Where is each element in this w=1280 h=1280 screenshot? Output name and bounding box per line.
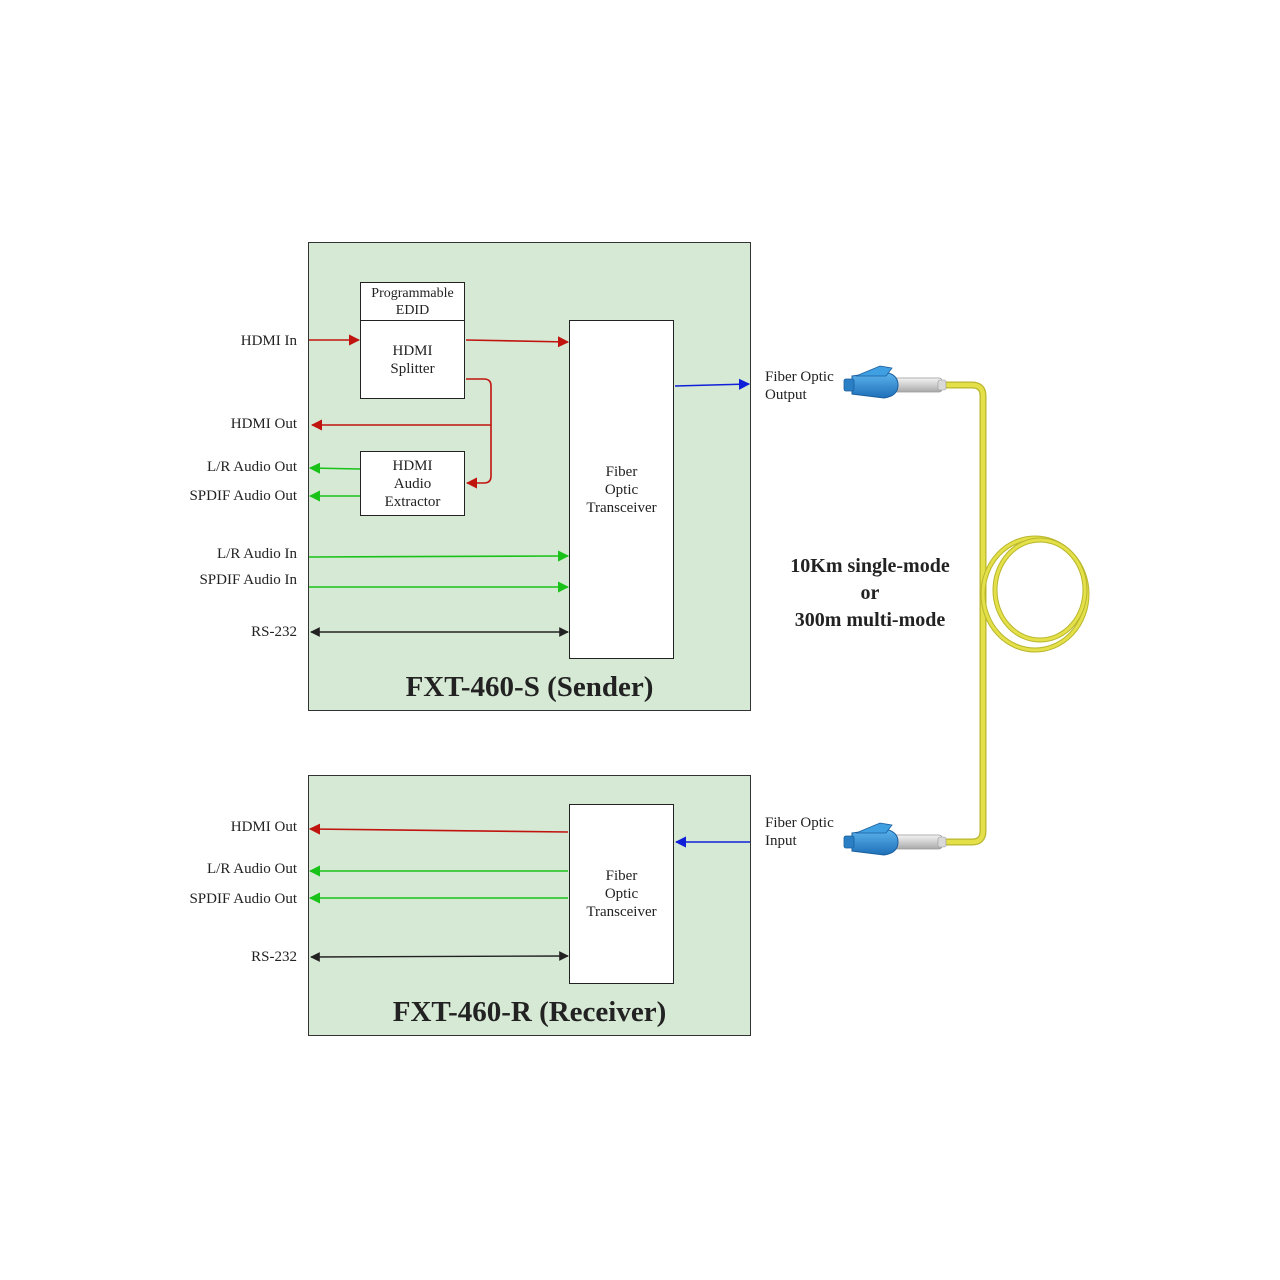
sender-rs232-label: RS-232: [251, 624, 297, 640]
sender-spdif-audio-out-label: SPDIF Audio Out: [189, 488, 297, 504]
receiver-rs232-label: RS-232: [251, 949, 297, 965]
hdmi-splitter-box: HDMI Splitter: [360, 320, 465, 399]
sender-lr-audio-in-label: L/R Audio In: [216, 546, 297, 562]
receiver-panel: [308, 775, 751, 1036]
receiver-title: FXT-460-R (Receiver): [392, 996, 667, 1028]
sender-fiber-output-arrow: [674, 378, 751, 390]
lc-connector-output-icon: [843, 365, 947, 399]
receiver-hdmi-out-label: HDMI Out: [230, 819, 297, 835]
sender-lr-audio-in-arrow: [308, 550, 570, 562]
fiber-optic-cable: [936, 381, 1090, 846]
sender-fiber-transceiver-box: Fiber Optic Transceiver: [569, 320, 674, 659]
sender-title: FXT-460-S (Sender): [405, 671, 654, 703]
receiver-fiber-transceiver-box: Fiber Optic Transceiver: [569, 804, 674, 984]
fiber-optic-output-label: Fiber Optic Output: [765, 369, 834, 403]
lc-connector-input-icon: [843, 822, 947, 856]
sender-spdif-audio-in-label: SPDIF Audio In: [199, 572, 297, 588]
sender-hdmi-in-label: HDMI In: [240, 333, 297, 349]
hdmi-audio-extractor-box: HDMI Audio Extractor: [360, 451, 465, 516]
receiver-spdif-audio-out-label: SPDIF Audio Out: [189, 891, 297, 907]
receiver-lr-audio-out-label: L/R Audio Out: [206, 861, 297, 877]
edid-box: Programmable EDID: [360, 282, 465, 322]
receiver-rs232-arrow: [310, 951, 569, 962]
sender-lr-audio-out-arrow: [308, 462, 361, 474]
fiber-optic-input-label: Fiber Optic Input: [765, 815, 834, 849]
cable-length-note: 10Km single-mode or 300m multi-mode: [790, 555, 950, 631]
receiver-hdmi-out-arrow: [308, 823, 569, 835]
sender-hdmi-out-label: HDMI Out: [230, 416, 297, 432]
splitter-to-transceiver-arrow: [465, 336, 570, 348]
sender-lr-audio-out-label: L/R Audio Out: [206, 459, 297, 475]
splitter-branch-wire: [465, 378, 492, 489]
